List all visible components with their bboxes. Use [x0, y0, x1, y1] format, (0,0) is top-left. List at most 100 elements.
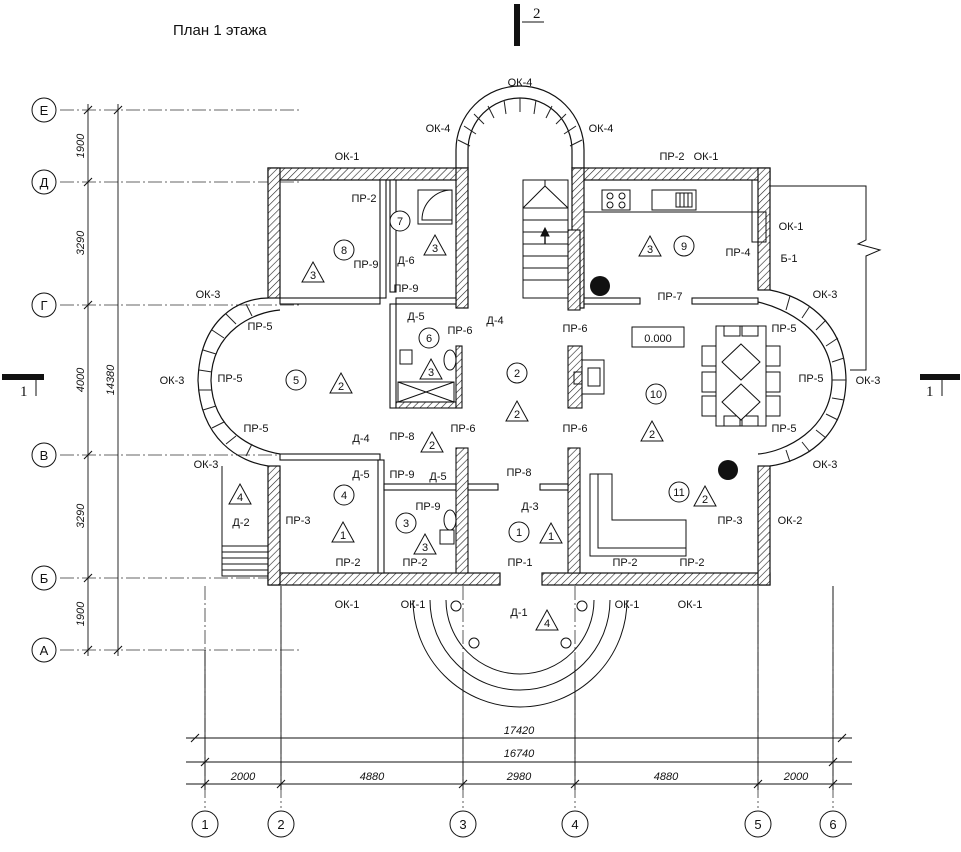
svg-text:2000: 2000 [783, 771, 809, 783]
element-label: ПР-1 [507, 557, 532, 569]
element-label: ОК-3 [813, 289, 838, 301]
finish-mark-triangle [331, 520, 355, 543]
section-mark-top: 2 [514, 4, 544, 46]
grid-axis-lines [60, 109, 834, 808]
axis-bubble-column [267, 810, 295, 838]
finish-mark-number: 2 [514, 409, 520, 421]
element-label: ПР-2 [335, 557, 360, 569]
room-number: 5 [293, 375, 299, 387]
finish-mark-number: 3 [432, 243, 438, 255]
element-label: Д-3 [521, 501, 538, 513]
element-label: ПР-2 [351, 193, 376, 205]
fireplace [573, 359, 605, 395]
room-number-circle [506, 362, 528, 384]
axis-label-row: В [40, 448, 49, 463]
finish-mark-triangle [413, 532, 437, 555]
finish-mark-triangle [640, 419, 664, 442]
axis-label-column: 2 [277, 817, 284, 832]
room-number-circle [285, 369, 307, 391]
dimension-text: 1900 3290 4000 3290 1900 14380 17420 167… [75, 133, 809, 783]
element-label: ПР-9 [415, 501, 440, 513]
curved-wall-hatching [198, 98, 846, 463]
element-label: ОК-1 [335, 151, 360, 163]
element-label: ПР-9 [389, 469, 414, 481]
element-label: ПР-5 [247, 321, 272, 333]
element-label: ОК-1 [615, 599, 640, 611]
element-label: ПР-5 [798, 373, 823, 385]
axis-bubble-column [744, 810, 772, 838]
svg-text:16740: 16740 [504, 748, 535, 760]
room-number: 8 [341, 245, 347, 257]
element-label: ПР-5 [243, 423, 268, 435]
element-label: ОК-1 [694, 151, 719, 163]
svg-text:1: 1 [20, 384, 28, 400]
element-label: ПР-2 [612, 557, 637, 569]
dimension-lines [87, 104, 852, 790]
svg-text:4880: 4880 [654, 771, 679, 783]
room-number: 4 [341, 490, 347, 502]
element-label: ПР-6 [562, 323, 587, 335]
svg-text:17420: 17420 [504, 725, 535, 737]
sofa [589, 473, 687, 557]
finish-mark-triangle [638, 234, 662, 257]
axis-bubble-row [31, 97, 57, 123]
element-label: ПР-8 [506, 467, 531, 479]
element-label: ПР-9 [393, 283, 418, 295]
axis-label-column: 6 [829, 817, 836, 832]
finish-mark-triangle [228, 482, 252, 505]
room-number: 3 [403, 518, 409, 530]
axis-bubble-row [31, 292, 57, 318]
room-number: 11 [673, 487, 684, 499]
dimension-tick [458, 779, 468, 789]
svg-text:3290: 3290 [75, 230, 87, 255]
interior-walls [279, 179, 759, 574]
room-number: 7 [397, 216, 403, 228]
room-number-circle [418, 327, 440, 349]
svg-text:2000: 2000 [230, 771, 256, 783]
element-label: ПР-2 [659, 151, 684, 163]
dimension-tick [753, 779, 763, 789]
finish-mark-number: 2 [429, 440, 435, 452]
room-number-circle [333, 484, 355, 506]
room-number: 9 [681, 241, 687, 253]
finish-mark-triangle [329, 371, 353, 394]
element-label: ПР-2 [402, 557, 427, 569]
element-label: ПР-6 [447, 325, 472, 337]
element-label: ПР-6 [450, 423, 475, 435]
dimension-tick [837, 733, 847, 743]
dimension-tick [83, 450, 93, 460]
axis-label-row: Г [40, 298, 47, 313]
room-number: 10 [650, 389, 662, 401]
finish-mark-number: 3 [647, 244, 653, 256]
dimension-tick [200, 779, 210, 789]
svg-text:14380: 14380 [105, 364, 117, 395]
room-number-circle [673, 235, 695, 257]
room-number: 2 [514, 368, 520, 380]
finish-mark-number: 3 [422, 542, 428, 554]
finish-mark-triangle [505, 399, 529, 422]
axis-bubble-column [819, 810, 847, 838]
dimension-tick [113, 105, 123, 115]
element-label: ОК-2 [778, 515, 803, 527]
element-label: ОК-1 [678, 599, 703, 611]
dimension-tick [828, 757, 838, 767]
right-terrace-outline [770, 185, 882, 371]
dimension-tick [83, 645, 93, 655]
dimension-tick [83, 105, 93, 115]
dining-table [701, 325, 781, 427]
element-label: Д-6 [397, 255, 414, 267]
element-label: ПР-8 [389, 431, 414, 443]
axis-bubble-column [191, 810, 219, 838]
axis-bubble-row [31, 442, 57, 468]
axis-label-column: 5 [754, 817, 761, 832]
room-number-circle [508, 521, 530, 543]
room-number: 6 [426, 333, 432, 345]
element-label: ОК-4 [508, 77, 533, 89]
element-label: Д-5 [352, 469, 369, 481]
element-label: Д-5 [429, 471, 446, 483]
element-label: Д-4 [352, 433, 369, 445]
dimension-tick [828, 779, 838, 789]
element-label: ОК-3 [196, 289, 221, 301]
curved-walls [197, 85, 847, 467]
